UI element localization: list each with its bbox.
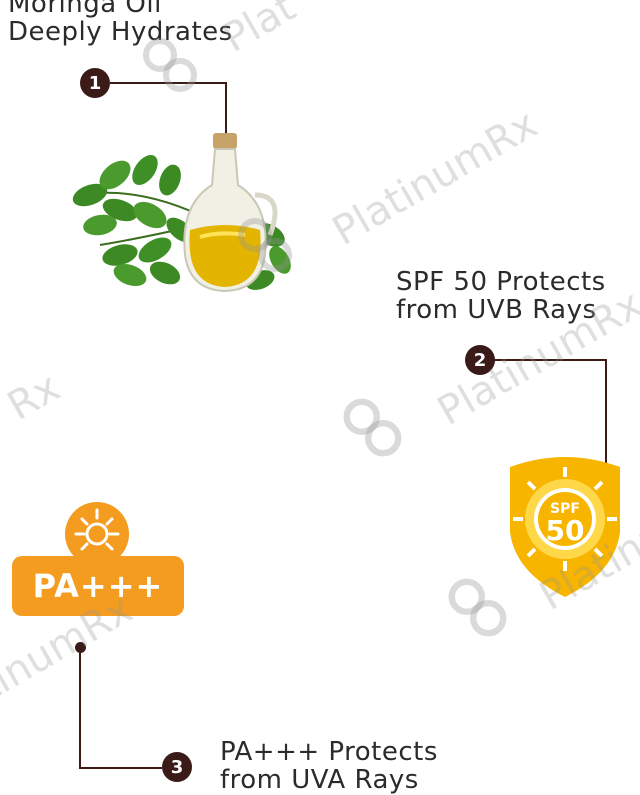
caption-pa-line1: PA+++ Protects (220, 737, 438, 767)
spf-shield-label: SPF (550, 501, 580, 517)
moringa-oil-illustration (72, 133, 291, 293)
connector-3 (79, 648, 162, 769)
marker-number-1: 1 (80, 68, 110, 98)
sun-shield-icon (513, 467, 617, 571)
marker-dot-3 (75, 642, 86, 653)
caption-spf-line2: from UVB Rays (396, 295, 597, 325)
oil-bottle-icon (183, 133, 278, 293)
pa-badge: PA+++ (12, 556, 184, 616)
caption-moringa-line1: Moringa Oil (8, 0, 162, 19)
marker-number-3: 3 (162, 752, 192, 782)
caption-moringa-line2: Deeply Hydrates (8, 17, 233, 47)
spf-shield: SPF 50 (510, 457, 620, 597)
connector-2 (494, 359, 607, 500)
pa-badge-label: PA+++ (32, 567, 164, 605)
sun-icon (65, 502, 129, 566)
caption-moringa: Moringa Oil Deeply Hydrates (8, 0, 233, 46)
caption-spf-line1: SPF 50 Protects (396, 267, 606, 297)
marker-number-2: 2 (465, 345, 495, 375)
caption-spf: SPF 50 Protects from UVB Rays (396, 268, 606, 324)
spf-shield-value: 50 (546, 514, 585, 547)
